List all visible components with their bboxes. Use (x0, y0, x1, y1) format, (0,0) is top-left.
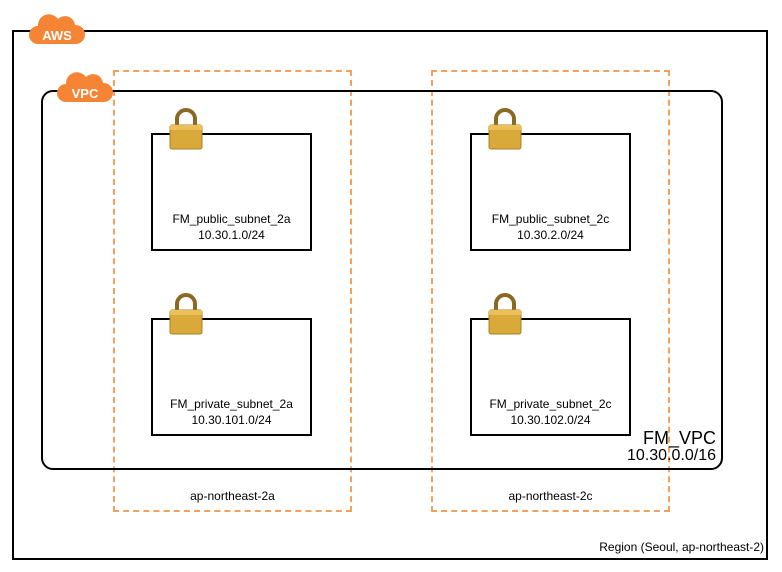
subnet-private-2c: FM_private_subnet_2c 10.30.102.0/24 (470, 318, 631, 436)
vpc-cidr: 10.30.0.0/16 (627, 447, 716, 464)
az-label-2c: ap-northeast-2c (508, 489, 593, 503)
aws-badge-label: AWS (42, 28, 72, 43)
az-label-2a: ap-northeast-2a (190, 489, 275, 503)
subnet-public-2c: FM_public_subnet_2c 10.30.2.0/24 (470, 133, 631, 251)
subnet-cidr: 10.30.101.0/24 (191, 413, 272, 427)
az-frame-2c (431, 70, 670, 512)
aws-cloud-icon: AWS (29, 14, 86, 44)
region-label: Region (Seoul, ap-northeast-2) (599, 540, 764, 554)
az-frame-2a (113, 70, 352, 512)
subnet-name: FM_public_subnet_2a (172, 212, 291, 226)
lock-icon (488, 108, 522, 150)
subnet-cidr: 10.30.2.0/24 (517, 228, 584, 242)
subnet-public-2a: FM_public_subnet_2a 10.30.1.0/24 (151, 133, 312, 251)
vpc-cloud-icon: VPC (57, 72, 114, 102)
subnet-name: FM_private_subnet_2a (170, 397, 293, 411)
vpc-badge-label: VPC (72, 86, 99, 101)
vpc-name: FM_VPC (642, 428, 716, 448)
subnet-name: FM_private_subnet_2c (489, 397, 612, 411)
subnet-cidr: 10.30.1.0/24 (198, 228, 265, 242)
region-frame (12, 30, 768, 560)
vpc-frame (41, 90, 723, 470)
subnet-cidr: 10.30.102.0/24 (510, 413, 591, 427)
subnet-name: FM_public_subnet_2c (491, 212, 610, 226)
lock-icon (169, 293, 203, 335)
lock-icon (488, 293, 522, 335)
lock-icon (169, 108, 203, 150)
subnet-private-2a: FM_private_subnet_2a 10.30.101.0/24 (151, 318, 312, 436)
